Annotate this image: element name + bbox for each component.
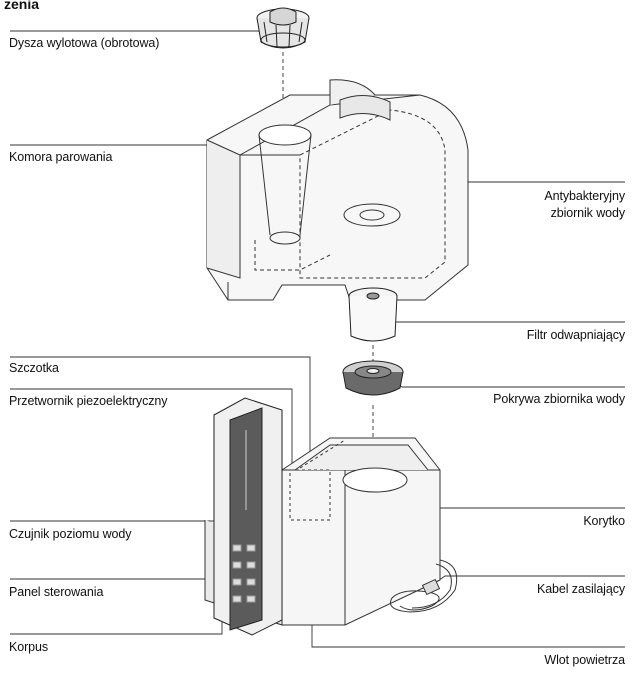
outlet-nozzle-part (256, 7, 310, 49)
power-cable-part (390, 559, 458, 613)
leader-air-inlet (311, 618, 625, 648)
label-tank-line1: Antybakteryjny (544, 189, 625, 203)
label-descaling-filter: Filtr odwapniający (526, 328, 625, 342)
label-trough: Korytko (583, 514, 625, 528)
leader-brush (10, 356, 311, 475)
label-air-inlet: Wlot powietrza (544, 653, 625, 667)
leader-transducer (10, 388, 293, 470)
label-transducer: Przetwornik piezoelektryczny (9, 394, 168, 408)
descaling-filter-part (348, 287, 398, 342)
label-water-level-sensor: Czujnik poziomu wody (9, 527, 132, 541)
label-housing: Korpus (9, 640, 49, 654)
label-tank-line2: zbiornik wody (550, 206, 626, 220)
label-evaporation-chamber: Komora parowania (9, 150, 113, 164)
leader-housing (10, 610, 223, 635)
leader-descaling-filter (377, 317, 625, 323)
control-panel-column (213, 397, 283, 636)
label-control-panel: Panel sterowania (9, 585, 104, 599)
page-title: zenia (4, 0, 40, 12)
label-power-cable: Kabel zasilający (536, 582, 625, 596)
label-outlet-nozzle: Dysza wylotowa (obrotowa) (9, 36, 160, 50)
tank-cap-part (342, 360, 404, 396)
label-tank-cap: Pokrywa zbiornika wody (493, 392, 625, 406)
water-tank-part (206, 79, 469, 301)
leader-tank-cap (389, 379, 625, 388)
label-brush: Szczotka (9, 361, 59, 375)
